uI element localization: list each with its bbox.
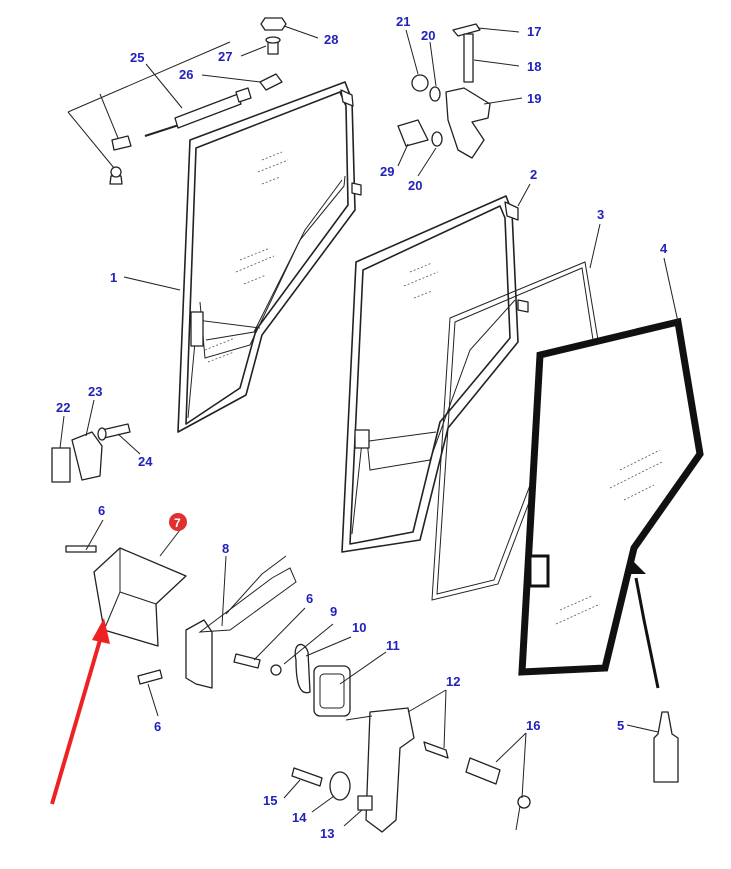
latch-part-8 <box>185 555 297 689</box>
hinge-parts-17-21-29 <box>397 23 491 159</box>
callout-7: 7 <box>174 516 181 530</box>
callout-18: 18 <box>527 59 541 74</box>
callout-labels: 1 2 3 4 5 6 6 6 7 8 9 10 11 12 13 14 15 … <box>56 14 668 841</box>
callout-5: 5 <box>617 718 624 733</box>
callout-6-middle: 6 <box>306 591 313 606</box>
bracket-parts-22-23-24 <box>51 423 131 483</box>
door-frame-part-1 <box>177 81 362 433</box>
nut-part-28 <box>260 17 287 31</box>
callout-20-top: 20 <box>421 28 435 43</box>
callout-19: 19 <box>527 91 541 106</box>
callout-8: 8 <box>222 541 229 556</box>
callout-3: 3 <box>597 207 604 222</box>
door-glass-part-4 <box>518 317 704 689</box>
highlight-marker-7 <box>169 513 187 531</box>
leader-lines <box>59 25 679 827</box>
lock-part-16 <box>465 757 531 831</box>
callout-6-bottom: 6 <box>154 719 161 734</box>
callout-2: 2 <box>530 167 537 182</box>
callout-9: 9 <box>330 604 337 619</box>
bracket-part-26 <box>259 73 283 91</box>
callout-21: 21 <box>396 14 410 29</box>
callout-4: 4 <box>660 241 668 256</box>
callout-29: 29 <box>380 164 394 179</box>
callout-6-top: 6 <box>98 503 105 518</box>
callout-27: 27 <box>218 49 232 64</box>
bushing-part-10 <box>294 643 311 694</box>
washer-part-9 <box>270 664 282 676</box>
callout-26: 26 <box>179 67 193 82</box>
gas-strut-part-25 <box>109 87 252 185</box>
callout-16: 16 <box>526 718 540 733</box>
callout-1: 1 <box>110 270 117 285</box>
lock-parts-13-14-15 <box>291 767 373 811</box>
callout-11: 11 <box>386 638 400 653</box>
callout-10: 10 <box>352 620 366 635</box>
callout-23: 23 <box>88 384 102 399</box>
callout-22: 22 <box>56 400 70 415</box>
bolts-part-6 <box>137 653 261 685</box>
bolt-part-27 <box>265 36 281 55</box>
callout-25: 25 <box>130 50 144 65</box>
callout-15: 15 <box>263 793 277 808</box>
callout-20-bottom: 20 <box>408 178 422 193</box>
callout-28: 28 <box>324 32 338 47</box>
door-frame-part-2 <box>341 195 529 553</box>
cartridge-part-5 <box>653 711 679 783</box>
handle-part-12 <box>345 707 449 833</box>
red-arrow-indicator <box>50 618 110 805</box>
cover-part-7 <box>65 545 187 647</box>
callout-17: 17 <box>527 24 541 39</box>
callout-14: 14 <box>292 810 307 825</box>
callout-24: 24 <box>138 454 153 469</box>
escutcheon-part-11 <box>313 665 351 717</box>
callout-13: 13 <box>320 826 334 841</box>
callout-12: 12 <box>446 674 460 689</box>
